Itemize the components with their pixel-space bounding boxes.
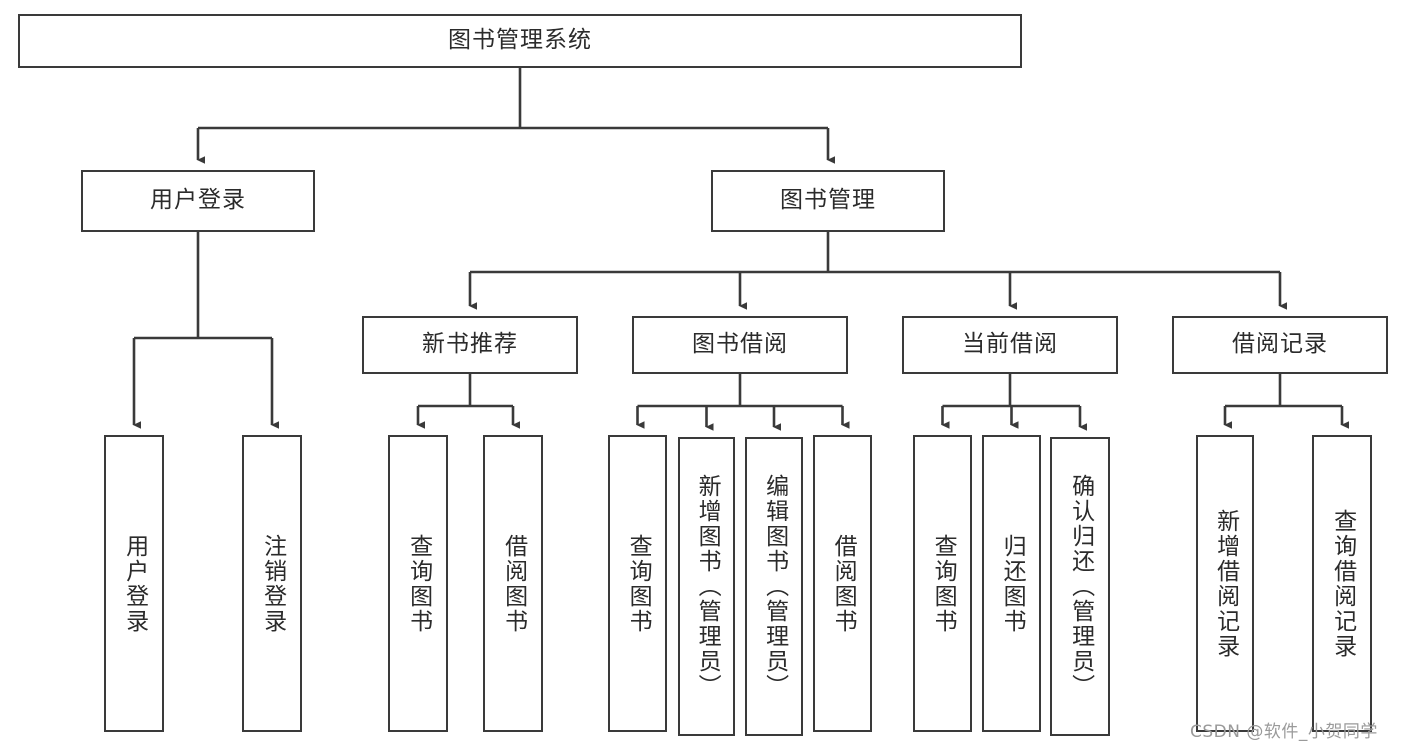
leaf-node-leaf-add-record[interactable]: 新增借阅记录 [1196,435,1254,732]
node-label: 注销登录 [259,533,286,634]
node-label: 新增图书（管理员） [694,474,721,699]
level3-node-current-borrow[interactable]: 当前借阅 [902,316,1118,374]
leaf-node-leaf-user-login[interactable]: 用户登录 [104,435,164,732]
leaf-node-leaf-borrow-book-1[interactable]: 借阅图书 [483,435,543,732]
level2-node-user-login[interactable]: 用户登录 [81,170,315,232]
node-label: 当前借阅 [962,331,1058,358]
level3-node-borrow-record[interactable]: 借阅记录 [1172,316,1388,374]
leaf-node-leaf-add-book[interactable]: 新增图书（管理员） [678,437,735,736]
leaf-node-leaf-edit-book[interactable]: 编辑图书（管理员） [745,437,803,736]
node-label: 图书管理系统 [448,27,592,54]
node-label: 归还图书 [999,533,1026,634]
leaf-node-leaf-confirm-return[interactable]: 确认归还（管理员） [1050,437,1110,736]
node-label: 确认归还（管理员） [1067,474,1094,699]
node-label: 查询图书 [625,533,652,634]
node-label: 查询图书 [405,533,432,634]
node-label: 图书借阅 [692,331,788,358]
node-label: 查询图书 [930,533,957,634]
node-label: 新增借阅记录 [1212,508,1239,659]
node-label: 用户登录 [150,187,246,214]
node-label: 图书管理 [780,187,876,214]
level2-node-book-manage[interactable]: 图书管理 [711,170,945,232]
leaf-node-leaf-logout-login[interactable]: 注销登录 [242,435,302,732]
level3-node-book-borrow[interactable]: 图书借阅 [632,316,848,374]
node-label: 借阅图书 [830,533,857,634]
root-node-root[interactable]: 图书管理系统 [18,14,1022,68]
node-label: 用户登录 [121,533,148,634]
leaf-node-leaf-query-book-2[interactable]: 查询图书 [608,435,667,732]
node-label: 借阅图书 [500,533,527,634]
node-label: 新书推荐 [422,331,518,358]
leaf-node-leaf-borrow-book-2[interactable]: 借阅图书 [813,435,872,732]
leaf-node-leaf-query-book-3[interactable]: 查询图书 [913,435,972,732]
leaf-node-leaf-return-book[interactable]: 归还图书 [982,435,1041,732]
node-label: 查询借阅记录 [1329,508,1356,659]
level3-node-new-book-recommend[interactable]: 新书推荐 [362,316,578,374]
leaf-node-leaf-query-record[interactable]: 查询借阅记录 [1312,435,1372,732]
node-label: 编辑图书（管理员） [761,474,788,699]
node-label: 借阅记录 [1232,331,1328,358]
leaf-node-leaf-query-book-1[interactable]: 查询图书 [388,435,448,732]
